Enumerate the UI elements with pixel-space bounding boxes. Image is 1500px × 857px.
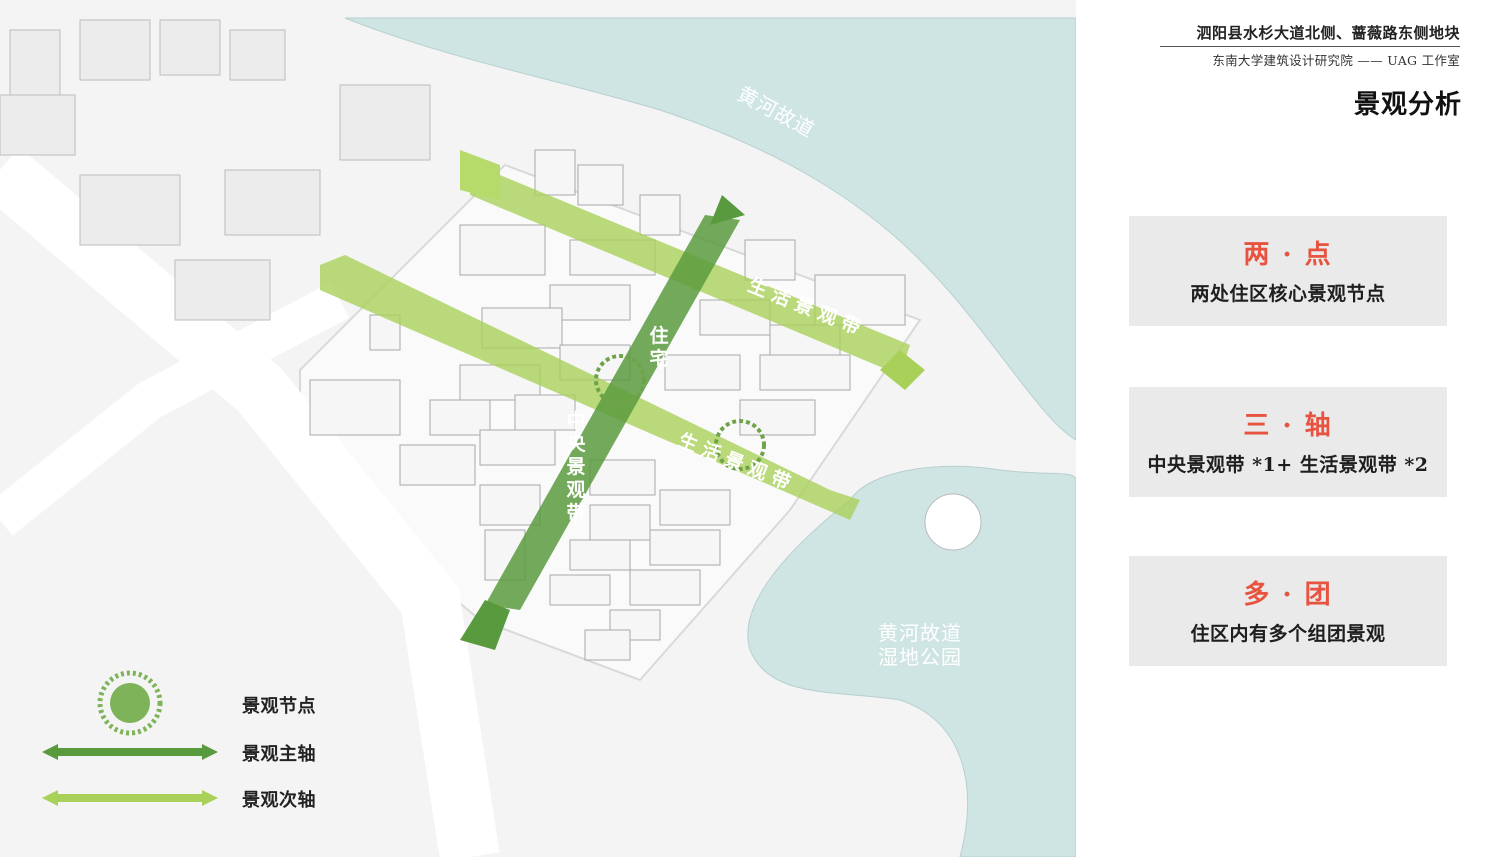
header-rule — [1160, 46, 1460, 47]
card-multi-clusters: 多 · 团 住区内有多个组团景观 — [1129, 556, 1447, 666]
residential-buildings — [309, 149, 906, 661]
legend-secondary-axis-label: 景观次轴 — [242, 790, 316, 811]
central-band-upper-label: 住宅 — [649, 325, 669, 370]
legend-node-symbol — [97, 670, 163, 736]
central-band-label: 中央景观带 — [566, 410, 586, 524]
legend-secondary-axis-symbol — [42, 790, 218, 806]
institute-name: 东南大学建筑设计研究院 —— UAG 工作室 — [1212, 53, 1460, 68]
card-desc: 中央景观带 *1+ 生活景观带 *2 — [1147, 454, 1429, 476]
site-plan — [0, 0, 1076, 857]
legend-main-axis-symbol — [42, 744, 218, 760]
legend-node-label: 景观节点 — [242, 696, 316, 717]
main-axis-band — [460, 195, 745, 650]
card-title: 两 · 点 — [1243, 240, 1333, 270]
card-two-points: 两 · 点 两处住区核心景观节点 — [1129, 216, 1447, 326]
wetland-label-line2: 湿地公园 — [878, 645, 962, 669]
page-title: 景观分析 — [1353, 90, 1462, 120]
wetland-label-line1: 黄河故道 — [878, 621, 962, 645]
legend-main-axis-label: 景观主轴 — [242, 744, 316, 765]
river-water — [344, 17, 1076, 441]
card-title: 多 · 团 — [1243, 580, 1333, 610]
card-three-axes: 三 · 轴 中央景观带 *1+ 生活景观带 *2 — [1129, 387, 1447, 497]
project-title: 泗阳县水杉大道北侧、蔷薇路东侧地块 — [1196, 24, 1460, 42]
card-desc: 住区内有多个组团景观 — [1190, 623, 1386, 645]
wetland-water — [747, 465, 1076, 857]
card-title: 三 · 轴 — [1243, 411, 1333, 441]
landscape-nodes — [594, 354, 766, 471]
card-desc: 两处住区核心景观节点 — [1190, 283, 1386, 305]
header: 泗阳县水杉大道北侧、蔷薇路东侧地块 东南大学建筑设计研究院 —— UAG 工作室 — [1160, 22, 1460, 69]
